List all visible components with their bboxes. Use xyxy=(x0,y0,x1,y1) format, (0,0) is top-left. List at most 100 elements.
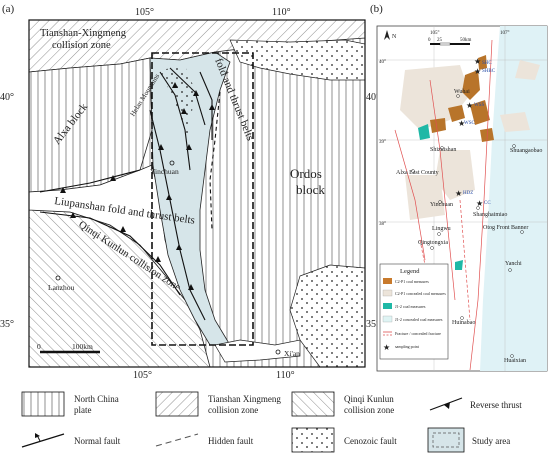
coal-measures-j xyxy=(418,124,463,270)
legend-j-concealed-swatch xyxy=(382,315,393,323)
place-shizuishan: Shizuishan xyxy=(430,147,456,153)
place-huaixian: Huaixian xyxy=(504,358,526,364)
panel-b-places: Wuhai Shizuishan Alxa East County Shuang… xyxy=(396,89,542,364)
antidiagonal-lines-swatch xyxy=(291,391,335,417)
hidden-fault-icon xyxy=(155,433,199,447)
panel-b-lat-39: 39° xyxy=(379,140,386,145)
legend-label-study-area: Study area xyxy=(472,436,510,446)
place-wuhai: Wuhai xyxy=(454,89,470,95)
thrust-fault-3 xyxy=(199,71,213,140)
panel-b-legend: Legend C2-P1 coal measures C2-P1 conceal… xyxy=(379,263,449,360)
scale-zero: 0 xyxy=(37,342,41,351)
panel-a: (a) 105° 110° 40° 35° 40° 35° 105° 110° xyxy=(0,3,380,381)
panel-b-legend-box xyxy=(379,263,449,360)
legend-c-coal-swatch xyxy=(383,278,392,284)
panel-b-label: (b) xyxy=(370,3,383,15)
north-arrow-icon: N xyxy=(384,30,397,40)
panel-b-scale-seg2 xyxy=(439,42,451,46)
place-otog: Otog Front Banner xyxy=(483,225,528,231)
svg-text:N: N xyxy=(392,34,397,40)
concealed-j-area xyxy=(480,26,547,371)
panel-b-scale-50: 50km xyxy=(460,38,472,43)
legend-sample-label: sampling point xyxy=(395,344,420,349)
reverse-thrust-icon xyxy=(429,397,463,411)
dots-swatch xyxy=(291,427,335,453)
panel-a-lat-35-right: 35° xyxy=(366,319,380,330)
place-yanchi: Yanchi xyxy=(505,261,522,267)
sample-shbc: SHBC xyxy=(482,69,496,74)
sample-star-wsc: ★ xyxy=(458,119,465,128)
legend-star-icon: ★ xyxy=(383,343,390,352)
city-xian-label: Xi'an xyxy=(284,349,300,358)
panel-b-lat-40: 40° xyxy=(379,60,386,65)
legend-j-concealed-label: J1-2 concealed coal measures xyxy=(395,317,443,322)
legend-label-hidden-fault: Hidden fault xyxy=(208,436,254,446)
sample-hdz: HDZ xyxy=(463,191,473,196)
place-shanghaimiao: Shanghaimiao xyxy=(473,212,507,218)
sample-star-shc: ★ xyxy=(474,57,481,66)
study-area-box xyxy=(151,52,254,346)
panel-a-lat-35-left: 35° xyxy=(0,319,14,330)
legend-label-reverse-thrust: Reverse thrust xyxy=(470,400,522,410)
thrust-fault-5 xyxy=(39,169,141,193)
panel-a-bottom-lon-110: 110° xyxy=(276,370,295,381)
hidden-fault-1 xyxy=(209,91,221,231)
legend-fracture-label: Fracture / concealed fracture xyxy=(395,331,441,336)
panel-a-frame xyxy=(28,19,366,368)
panel-a-lat-40-right: 40° xyxy=(366,92,380,103)
legend-j-coal-swatch xyxy=(383,303,392,309)
place-yinchuan: Yinchuan xyxy=(430,202,453,208)
place-huinabao: Huinabao xyxy=(452,320,475,326)
panel-b-lat-38: 38° xyxy=(379,222,386,227)
sampling-points: ★ SHC ★ SHBC ★ WSS ★ WSC ★ HDZ ★ CC xyxy=(455,57,496,208)
legend-c-concealed-swatch xyxy=(382,289,393,297)
sample-wss: WSS xyxy=(474,103,485,108)
legend-c-concealed-label: C2-P1 concealed coal measures xyxy=(395,291,446,296)
panel-b-scale-0: 0 xyxy=(428,38,431,43)
city-lanzhou-marker xyxy=(55,275,61,281)
panel-a-top-lon-105: 105° xyxy=(135,7,154,18)
panel-b: (b) 105° 107° 40° 39° 38° N 0 25 50km xyxy=(370,3,548,372)
study-area-swatch xyxy=(427,427,465,453)
panel-b-lon-105: 105° xyxy=(430,31,440,36)
panel-a-bottom-lon-105: 105° xyxy=(133,370,152,381)
panel-a-label: (a) xyxy=(2,3,15,15)
scale-label: 100km xyxy=(72,342,93,351)
legend-label-cenozoic: Cenozoic fault xyxy=(344,436,397,446)
weihe-basin xyxy=(214,339,301,363)
city-yinchuan-label: Yinchuan xyxy=(150,167,179,176)
sample-wsc: WSC xyxy=(464,121,476,126)
place-qingtongxia: Qingtongxia xyxy=(418,240,448,246)
thrust-fault-4 xyxy=(149,109,206,321)
city-yinchuan-marker xyxy=(169,160,175,166)
sample-cc: CC xyxy=(484,201,491,206)
place-shuangaobao: Shuangaobao xyxy=(510,148,542,154)
city-lanzhou-label: Lanzhou xyxy=(48,283,74,292)
sample-star-shbc: ★ xyxy=(474,67,481,76)
panel-b-lon-107: 107° xyxy=(500,31,510,36)
vertical-lines-swatch xyxy=(21,391,65,417)
panel-a-lat-40-left: 40° xyxy=(0,92,14,103)
legend-j-coal-label: J1-2 coal measures xyxy=(395,304,426,309)
place-lingwu: Lingwu xyxy=(432,226,451,232)
panel-b-city-markers xyxy=(411,94,524,358)
sample-star-wss: ★ xyxy=(466,101,473,110)
thrust-teeth xyxy=(60,82,215,290)
panel-a-top-lon-110: 110° xyxy=(272,7,291,18)
panel-b-scale-seg1 xyxy=(430,43,440,45)
panel-b-scale-25: 25 xyxy=(437,38,443,43)
sample-star-cc: ★ xyxy=(476,199,483,208)
panel-b-legend-title: Legend xyxy=(400,268,420,275)
panel-b-scale-seg3 xyxy=(450,43,470,45)
sample-shc: SHC xyxy=(482,61,492,66)
place-alxa-east: Alxa East County xyxy=(396,170,439,176)
